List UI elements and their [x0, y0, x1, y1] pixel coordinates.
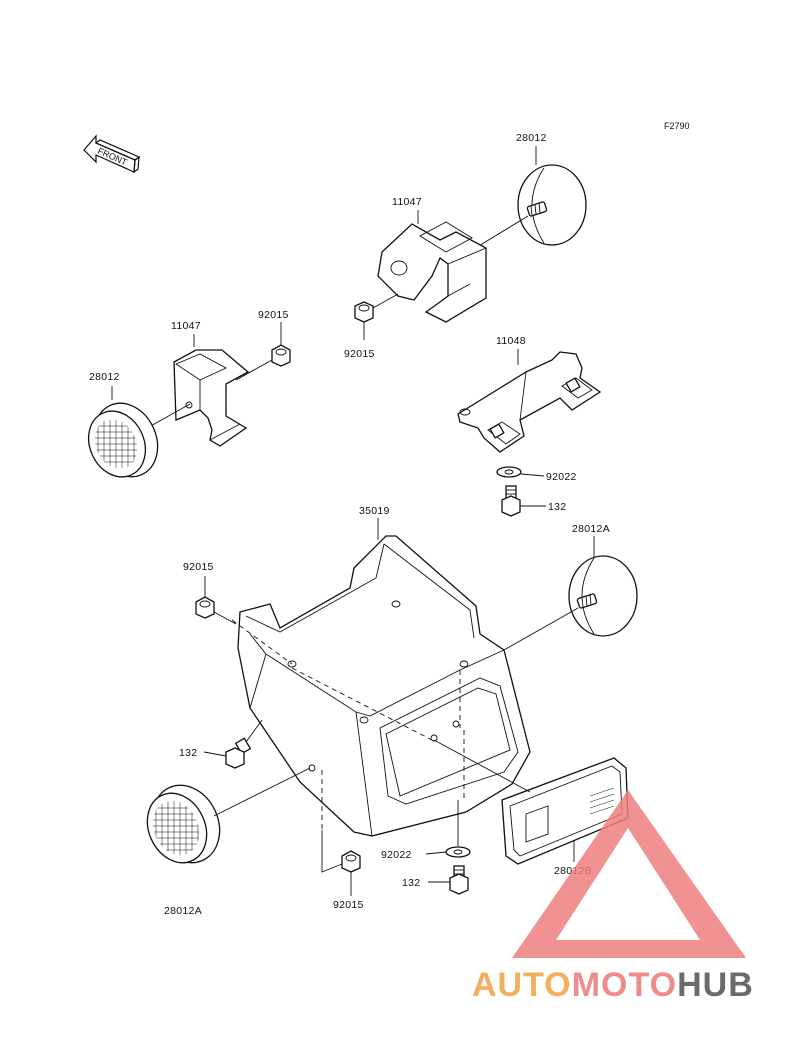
- washer-stay: [496, 466, 522, 478]
- label-nut-cover: 92015: [183, 561, 214, 573]
- label-cover: 35019: [359, 505, 390, 517]
- stay: [457, 351, 602, 453]
- nut-cover: [195, 596, 215, 619]
- watermark-logo: AUTOMOTOHUB: [472, 790, 754, 1004]
- lamp-top-right: [517, 164, 587, 246]
- bolt-bottom: [449, 865, 469, 895]
- nut-upper: [354, 301, 374, 323]
- label-stay: 11048: [496, 335, 526, 347]
- label-nut-upper: 92015: [344, 348, 375, 360]
- bolt-stay: [501, 485, 521, 517]
- watermark-moto: MOTO: [572, 966, 677, 1004]
- label-bolt-stay: 132: [548, 501, 566, 513]
- lamp-bottom-left: [146, 784, 221, 864]
- label-bolt-bottom: 132: [402, 877, 420, 889]
- bracket-left: [173, 349, 250, 447]
- label-lamp-left: 28012: [89, 371, 120, 383]
- front-arrow-icon: FRONT: [83, 134, 141, 174]
- label-nut-left: 92015: [258, 309, 289, 321]
- label-bolt-cover-left: 132: [179, 747, 197, 759]
- bracket-upper: [377, 221, 487, 323]
- label-lamp-top-right: 28012: [516, 132, 547, 144]
- washer-bottom: [445, 846, 471, 858]
- front-arrow-label: FRONT: [96, 146, 129, 168]
- label-washer-bottom: 92022: [381, 849, 412, 861]
- watermark-auto: AUTO: [472, 966, 572, 1004]
- cover: [237, 535, 531, 837]
- lamp-left: [87, 402, 159, 478]
- label-lamp-right-a: 28012A: [572, 523, 610, 535]
- label-washer-stay: 92022: [546, 471, 577, 483]
- lamp-right-a: [568, 555, 638, 637]
- label-bracket-left: 11047: [171, 320, 201, 332]
- label-lamp-bottom-left: 28012A: [164, 905, 202, 917]
- watermark-hub: HUB: [677, 966, 754, 1004]
- svg-text:AUTOMOTOHUB: AUTOMOTOHUB: [472, 966, 754, 1004]
- nut-left: [271, 344, 291, 367]
- bolt-cover-left: [225, 737, 252, 769]
- figure-code: F2790: [664, 121, 690, 131]
- label-nut-bottom: 92015: [333, 899, 364, 911]
- label-bracket-upper: 11047: [392, 196, 422, 208]
- nut-bottom: [341, 850, 361, 873]
